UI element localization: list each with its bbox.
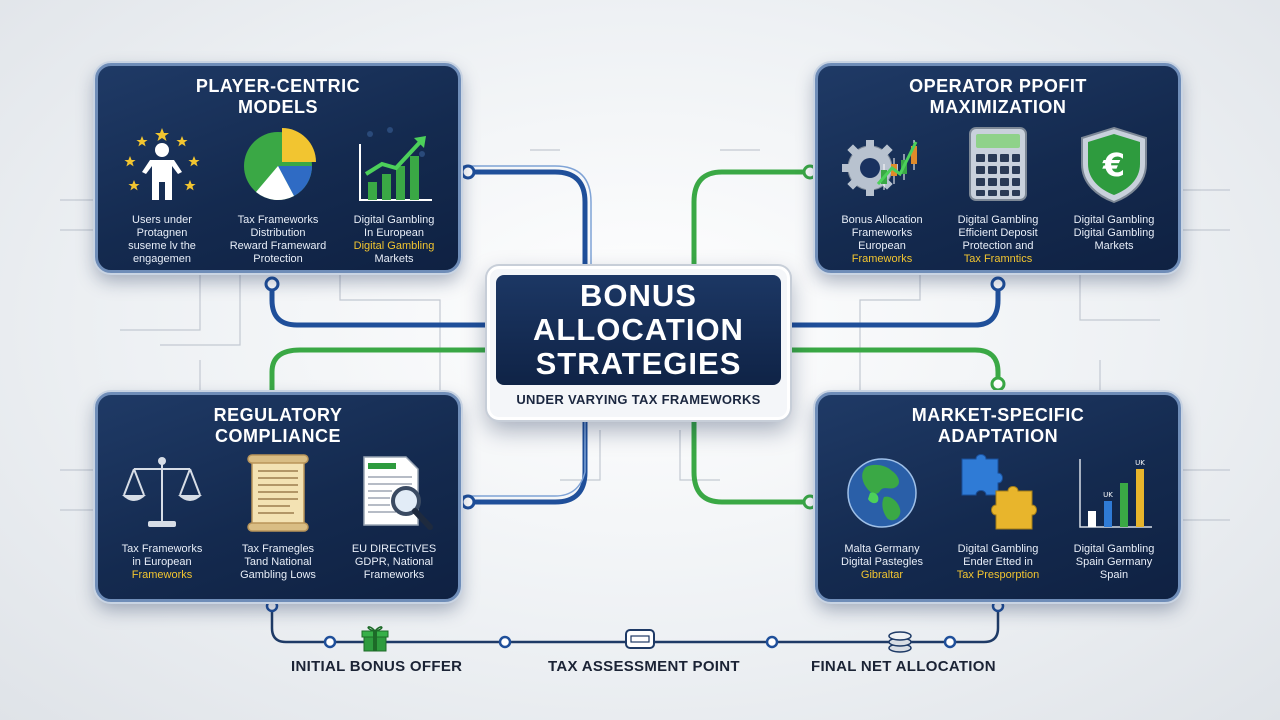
pie-chart-icon: [244, 128, 316, 201]
gift-icon: [361, 626, 389, 652]
caption: Bonus Allocation Frameworks European Fra…: [841, 214, 923, 265]
globe-icon: [847, 458, 917, 528]
gear-candlestick-icon: [842, 140, 918, 196]
column-digital-gambling: Digital Gambling In European Digital Gam…: [338, 124, 450, 266]
caption: Digital Gambling In European Digital Gam…: [353, 214, 435, 265]
center-subtitle: UNDER VARYING TAX FRAMEWORKS: [516, 392, 761, 407]
tax-stamp-icon: [625, 629, 655, 649]
column-digital-gambling-spain: UK UK Digital Gambling Spain Germany Spa…: [1058, 453, 1170, 582]
person-stars-icon: [124, 128, 200, 200]
timeline-step-final-net-allocation: FINAL NET ALLOCATION: [811, 658, 996, 675]
timeline-step-tax-assessment-point: TAX ASSESSMENT POINT: [548, 658, 740, 675]
column-tax-framegles: Tax Framegles Tand National Gambling Low…: [222, 453, 334, 582]
panel-regulatory-compliance: REGULATORY COMPLIANCE Tax Frameworks in …: [95, 392, 461, 602]
column-users: Users under Protagnen suseme lv the enga…: [106, 124, 218, 266]
panel-title: PLAYER-CENTRIC MODELS: [195, 76, 361, 117]
bar-label: UK: [1135, 459, 1145, 467]
caption: Digital Gambling Efficient Deposit Prote…: [957, 214, 1039, 265]
column-digital-gambling-markets: € Digital Gambling Digital Gambling Mark…: [1058, 124, 1170, 253]
caption: Digital Gambling Ender Etted in Tax Pres…: [956, 543, 1040, 581]
column-digital-gambling-efficient: Digital Gambling Efficient Deposit Prote…: [942, 124, 1054, 266]
panel-operator-profit-maximization: OPERATOR PPOFIT MAXIMIZATION: [815, 63, 1181, 273]
panel-player-centric-models: PLAYER-CENTRIC MODELS Users under Protag…: [95, 63, 461, 273]
svg-text:€: €: [1102, 146, 1125, 184]
column-tax-frameworks: Tax Frameworks Distribution Reward Frame…: [222, 124, 334, 266]
market-bars-icon: UK UK: [1079, 459, 1152, 528]
center-title: BONUS ALLOCATION STRATEGIES: [496, 275, 781, 385]
caption: EU DIRECTIVES GDPR, National Frameworks: [351, 543, 437, 581]
caption: Malta Germany Digital Pastegles Gibralta…: [841, 543, 923, 581]
caption: Digital Gambling Spain Germany Spain: [1073, 543, 1155, 581]
scroll-icon: [247, 454, 309, 532]
column-bonus-allocation: Bonus Allocation Frameworks European Fra…: [826, 124, 938, 266]
growth-chart-icon: [359, 127, 432, 201]
puzzle-icon: [961, 454, 1037, 530]
panel-title: OPERATOR PPOFIT MAXIMIZATION: [909, 76, 1087, 117]
document-magnifier-icon: [363, 456, 433, 530]
calculator-icon: [969, 127, 1027, 201]
panel-market-specific-adaptation: MARKET-SPECIFIC ADAPTATION Malta Germany…: [815, 392, 1181, 602]
panel-title: MARKET-SPECIFIC ADAPTATION: [911, 405, 1085, 446]
timeline-step-initial-bonus-offer: INITIAL BONUS OFFER: [291, 658, 463, 675]
column-digital-gambling-ender: Digital Gambling Ender Etted in Tax Pres…: [942, 453, 1054, 582]
caption: Tax Framegles Tand National Gambling Low…: [240, 543, 316, 581]
column-tax-frameworks-eu: Tax Frameworks in European Frameworks: [106, 453, 218, 582]
column-malta-germany: Malta Germany Digital Pastegles Gibralta…: [826, 453, 938, 582]
center-title-card: BONUS ALLOCATION STRATEGIES UNDER VARYIN…: [487, 266, 790, 420]
bar-label: UK: [1103, 491, 1113, 499]
panel-title: REGULATORY COMPLIANCE: [213, 405, 343, 446]
column-eu-directives: EU DIRECTIVES GDPR, National Frameworks: [338, 453, 450, 582]
caption: Tax Frameworks in European Frameworks: [121, 543, 203, 581]
scales-icon: [122, 457, 202, 527]
euro-shield-icon: €: [1081, 126, 1147, 204]
caption: Users under Protagnen suseme lv the enga…: [128, 214, 196, 265]
caption: Digital Gambling Digital Gambling Market…: [1073, 214, 1155, 252]
caption: Tax Frameworks Distribution Reward Frame…: [229, 214, 327, 265]
coin-stack-icon: [888, 631, 912, 653]
